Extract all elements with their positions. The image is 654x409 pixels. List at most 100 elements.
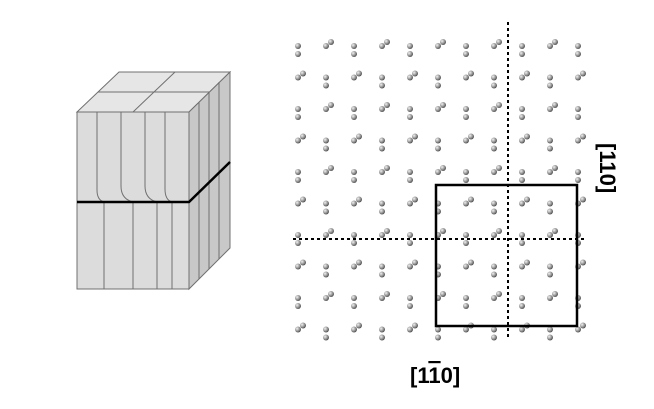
atom [407,137,413,144]
atom [323,334,329,341]
atom [435,74,441,81]
atom [519,240,525,246]
atom [328,228,334,234]
atom [463,114,469,120]
horizontal-axis-label-overbar-digit: 1 [428,363,440,388]
atom [435,169,441,175]
atom [351,106,357,112]
atom [519,200,525,207]
atom [379,263,385,270]
atom [435,334,441,341]
atom [323,326,329,333]
atom [491,82,497,89]
atom [351,232,357,238]
atom [323,208,329,215]
atom [323,43,329,49]
atom [384,228,390,234]
atom [323,200,329,207]
atom [519,114,525,120]
atom [491,232,497,238]
atom [463,106,469,112]
atom [524,133,530,140]
atom [300,70,306,77]
atom [575,177,581,183]
atom [300,196,306,203]
atom [295,303,301,309]
atom [295,169,301,175]
atom [519,177,525,183]
atom [323,106,329,112]
atom [519,43,525,49]
atom [491,208,497,215]
atom [496,165,502,171]
atom [491,43,497,49]
atom [323,169,329,175]
atom [323,232,329,238]
atom [547,137,553,144]
atom [547,200,553,207]
atom [356,70,362,77]
atom [351,169,357,175]
atom [384,102,390,108]
atom [295,326,301,333]
atom [295,74,301,81]
atom [491,145,497,152]
atom [468,196,474,203]
atom [440,165,446,171]
atom [440,102,446,108]
atom [412,133,418,140]
atom [379,169,385,175]
atom [524,259,530,266]
atom [407,263,413,270]
atom [356,196,362,203]
atom [379,82,385,89]
atom [463,137,469,144]
atom [463,326,469,333]
atom [440,228,446,234]
atom [351,200,357,207]
atom [580,196,586,203]
atom [384,291,390,297]
atom [491,271,497,278]
atom [491,200,497,207]
atom [580,322,586,329]
atom [547,232,553,238]
atom [351,43,357,49]
atom [384,165,390,171]
atom [519,303,525,309]
atom [435,137,441,144]
horizontal-axis-label: [110] [410,363,460,388]
atom [491,106,497,112]
atom [491,295,497,301]
atom [547,169,553,175]
columnar-block [75,70,232,291]
atom [295,232,301,238]
atom [323,74,329,81]
atom [412,259,418,266]
atom [379,145,385,152]
atom [575,114,581,120]
atom [356,322,362,329]
atom [575,137,581,144]
atom [575,51,581,57]
atom [295,295,301,301]
atom [519,295,525,301]
atom [468,70,474,77]
atom [519,106,525,112]
atom [407,169,413,175]
atom [295,263,301,270]
atom [552,228,558,234]
atom [384,39,390,45]
atom [323,295,329,301]
atom [295,137,301,144]
atom [351,326,357,333]
vertical-axis-label: [110] [595,143,620,193]
atom [496,39,502,45]
atom [519,263,525,270]
atom [407,51,413,57]
horizontal-axis-label-suffix: 0] [441,363,461,388]
atom [328,102,334,108]
atom [463,74,469,81]
atom [575,326,581,333]
